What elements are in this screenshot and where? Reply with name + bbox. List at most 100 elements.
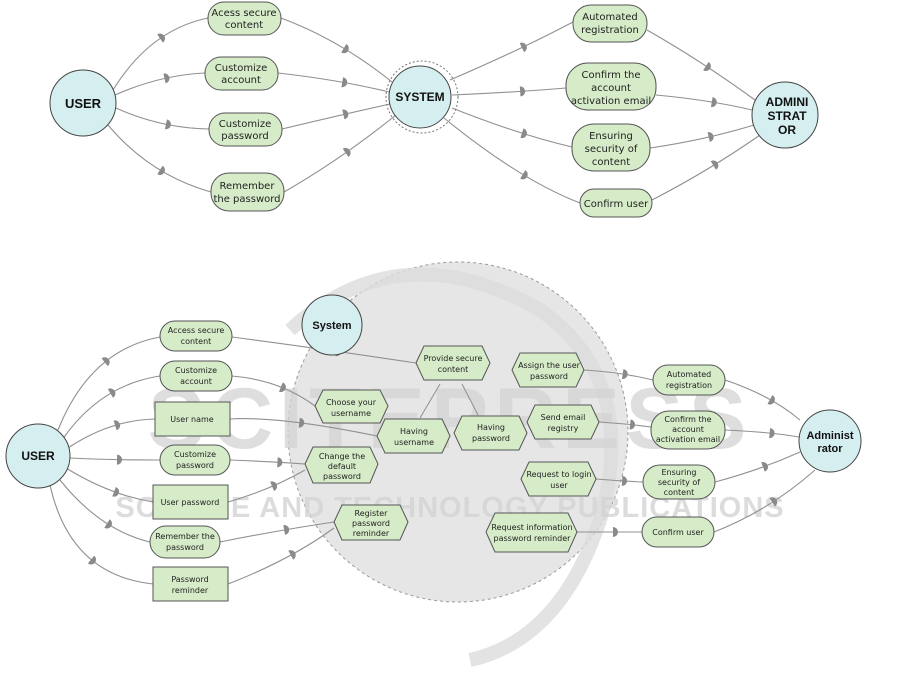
svg-text:Confirm user: Confirm user (652, 528, 704, 537)
connector-line (57, 336, 161, 431)
connector-line (65, 467, 154, 503)
connector-line (281, 103, 391, 130)
svg-text:password: password (530, 372, 568, 381)
connector-line (231, 375, 316, 407)
connector-line (651, 134, 761, 201)
connector-line (277, 72, 390, 93)
top-usecase-automated-registration: Automated registration (572, 4, 648, 43)
connector-arrow-mark (87, 555, 96, 565)
svg-text:content: content (438, 365, 469, 374)
svg-text:password reminder: password reminder (494, 534, 572, 543)
svg-text:registration: registration (666, 381, 712, 390)
svg-text:SYSTEM: SYSTEM (395, 90, 444, 104)
connector-arrow-mark (342, 109, 349, 120)
svg-text:USER: USER (21, 449, 55, 463)
top-usecase-access-secure-content: Acess secure content (207, 1, 282, 36)
svg-text:content: content (225, 20, 263, 31)
svg-text:Having: Having (477, 423, 505, 432)
svg-text:Password: Password (171, 575, 208, 584)
connector-line (59, 479, 151, 543)
connector-arrow-mark (288, 550, 296, 560)
svg-text:Remember the: Remember the (155, 532, 215, 541)
svg-text:Customize: Customize (175, 366, 217, 375)
connector-arrow-mark (116, 454, 122, 465)
bottom-diagram: System USER Administ rator Access secure… (5, 294, 862, 602)
svg-text:reminder: reminder (172, 586, 209, 595)
svg-text:Customize: Customize (215, 63, 268, 74)
connector-line (112, 17, 209, 91)
bottom-administrator-actor: Administ rator (798, 409, 862, 473)
svg-text:account: account (221, 75, 261, 86)
svg-text:account: account (672, 425, 704, 434)
dependency-line (419, 383, 441, 419)
connector-line (724, 379, 801, 421)
top-usecase-confirm-user: Confirm user (579, 188, 653, 218)
svg-text:the password: the password (213, 194, 280, 205)
connector-arrow-mark (707, 132, 714, 142)
svg-text:Having: Having (400, 427, 428, 436)
connector-arrow-mark (283, 525, 290, 535)
connector-line (115, 107, 210, 130)
bottom-data-user-password: User password (152, 484, 229, 520)
connector-line (69, 457, 161, 461)
svg-text:Customize: Customize (219, 119, 272, 130)
bottom-usecase-access-secure-content: Access secure content (159, 320, 233, 352)
top-usecase-ensuring-security: Ensuring security of content (571, 123, 651, 172)
svg-text:account: account (180, 377, 212, 386)
connector-arrow-mark (767, 395, 775, 405)
svg-text:Confirm user: Confirm user (584, 199, 649, 210)
svg-text:rator: rator (817, 443, 843, 455)
connector-line (451, 87, 567, 96)
connector-line (714, 451, 801, 483)
hex-having-username: Having username (376, 418, 451, 454)
connector-line (724, 429, 800, 438)
svg-text:password: password (352, 519, 390, 528)
connector-arrow-mark (341, 77, 348, 88)
connector-line (61, 375, 161, 441)
connector-arrow-mark (629, 419, 636, 430)
hex-request-information-password-reminder: Request information password reminder (485, 512, 578, 553)
svg-text:Access secure: Access secure (168, 326, 225, 335)
connector-line (280, 17, 393, 83)
bottom-usecase-confirm-account-activation: Confirm the account activation email (650, 410, 726, 450)
svg-text:Confirm the: Confirm the (581, 70, 640, 81)
connector-arrow-mark (107, 388, 116, 398)
connector-arrow-mark (341, 43, 349, 54)
svg-text:USER: USER (65, 96, 102, 111)
svg-text:Remember: Remember (220, 181, 276, 192)
svg-text:Request to login: Request to login (526, 470, 591, 479)
connector-line (227, 469, 306, 503)
dependency-line (461, 383, 479, 416)
bottom-usecase-customize-account: Customize account (159, 360, 233, 392)
connector-line (449, 21, 574, 81)
svg-text:user: user (550, 481, 568, 490)
connector-arrow-mark (520, 128, 527, 139)
bottom-usecase-remember-password: Remember the password (149, 525, 221, 559)
watermark-logo-arc (285, 267, 619, 667)
connector-line (443, 117, 581, 204)
connector-line (219, 521, 335, 543)
top-diagram: USER SYSTEM ADMINI STRAT OR Acess secure… (49, 1, 819, 218)
hex-provide-secure-content: Provide secure content (415, 345, 491, 381)
bottom-usecase-customize-password: Customize password (159, 444, 231, 476)
svg-text:Confirm the: Confirm the (664, 415, 711, 424)
svg-text:Ensuring: Ensuring (661, 468, 696, 477)
connector-line (227, 527, 335, 585)
connector-arrow-mark (519, 86, 526, 97)
svg-text:password: password (221, 131, 268, 142)
svg-text:activation email: activation email (656, 435, 720, 444)
svg-text:Ensuring: Ensuring (589, 131, 633, 142)
connector-line (114, 72, 206, 96)
svg-text:ADMINI: ADMINI (766, 95, 809, 109)
connector-arrow-mark (612, 527, 618, 537)
top-administrator-actor: ADMINI STRAT OR (751, 81, 819, 149)
connector-line (229, 418, 378, 437)
svg-text:Send email: Send email (541, 413, 586, 422)
svg-text:content: content (181, 337, 212, 346)
connector-arrow-mark (298, 417, 305, 428)
svg-text:User name: User name (170, 415, 214, 424)
bottom-data-password-reminder: Password reminder (152, 566, 229, 602)
top-usecase-confirm-account-activation: Confirm the account activation email (565, 62, 657, 111)
svg-text:security of: security of (585, 144, 638, 155)
connector-arrow-mark (113, 420, 121, 431)
